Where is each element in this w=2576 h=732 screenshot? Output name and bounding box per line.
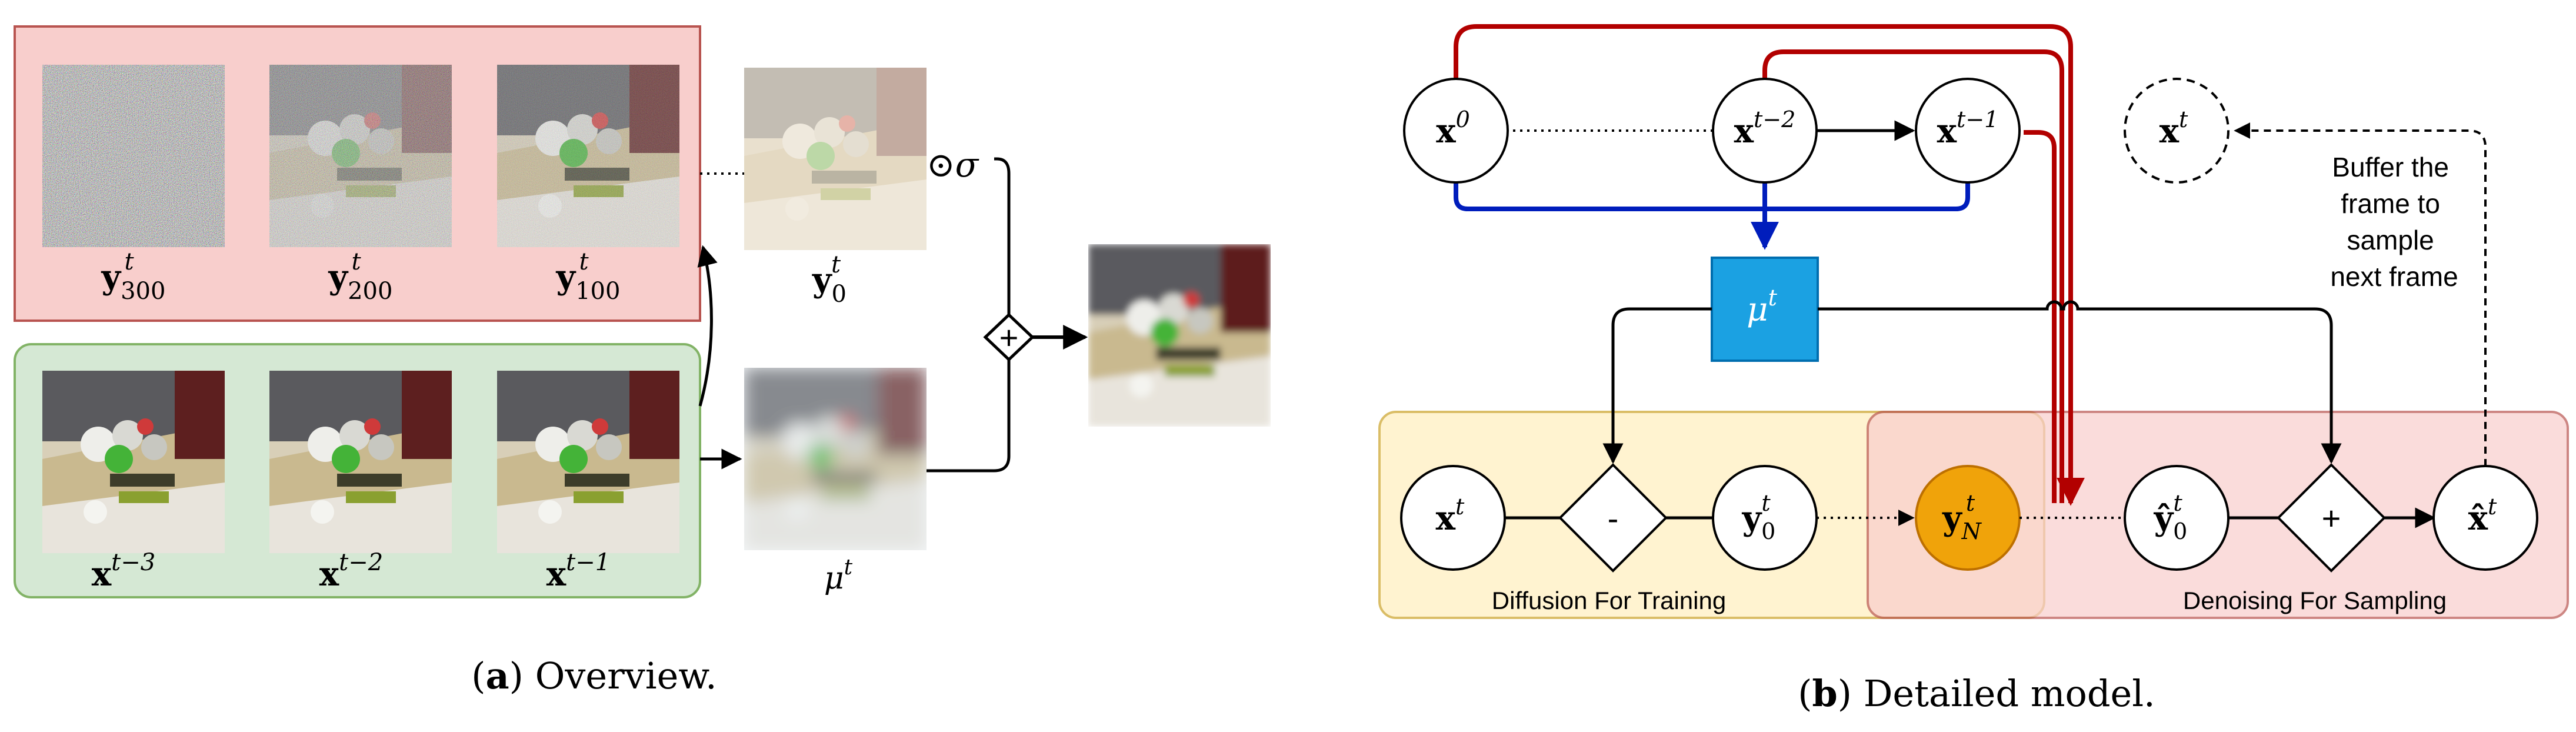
node-yN <box>1915 465 2021 571</box>
node-yN-label: yNt <box>1942 490 1982 544</box>
overview-caption: (a) Overview. <box>471 654 717 697</box>
add-node-label: + <box>999 319 1019 356</box>
node-xt-buffer <box>2124 78 2230 184</box>
node-xt1 <box>1915 78 2021 184</box>
history-to-noisy-arrow <box>697 245 718 407</box>
node-y0 <box>1712 465 1818 571</box>
clean-to-add-line <box>994 157 1011 315</box>
node-xt2-label: xt−2 <box>1734 107 1796 151</box>
plus-node-label: + <box>2322 500 2341 537</box>
node-y0-label: y0t <box>1742 490 1776 544</box>
history-label-t3: xt−3 <box>92 549 155 594</box>
detailed-caption: (b) Detailed model. <box>1798 672 2155 715</box>
buffer-note: Buffer the frame to sample next frame <box>2330 152 2458 292</box>
history-label-t2: xt−2 <box>319 549 383 594</box>
history-label-t1: xt−1 <box>546 549 610 594</box>
training-label: Diffusion For Training <box>1492 587 1726 614</box>
noisy-thumb-300 <box>42 65 225 247</box>
noisy-thumb-200 <box>269 65 452 247</box>
mu-to-minus-arrow <box>1602 307 1712 464</box>
noisy-label-200: y200t <box>328 248 393 305</box>
red-skip-xt1 <box>2024 130 2057 503</box>
node-x0-label: x0 <box>1436 107 1470 151</box>
minus-node-label: - <box>1608 500 1619 537</box>
mean-to-add-line <box>927 359 1011 473</box>
noisy-thumb-100 <box>497 65 679 247</box>
scale-operator: ⊙σ <box>927 145 979 185</box>
mu-box-label: μt <box>1747 285 1777 329</box>
overview-panel: y300t y200t y100t xt−3 xt−2 xt−1 y0t μt … <box>14 25 1271 697</box>
mean-frame-label: μt <box>824 555 853 596</box>
noisy-label-100: y100t <box>556 248 621 305</box>
node-xt2 <box>1712 78 1818 184</box>
detailed-panel: x0 xt−2 xt−1 xt μt xt - y0t yNt ŷ0t + <box>1378 24 2569 715</box>
node-x-hat-label: x̂t <box>2468 494 2497 538</box>
minus-node <box>1558 463 1668 573</box>
history-thumb-t3 <box>42 371 225 553</box>
clean-frame-label: y0t <box>812 251 847 308</box>
plus-node <box>2277 463 2386 573</box>
node-y0-hat-label: ŷ0t <box>2154 490 2188 544</box>
node-xt-buffer-label: xt <box>2160 107 2188 151</box>
blue-gather <box>1454 182 1970 247</box>
sampling-label: Denoising For Sampling <box>2183 587 2447 614</box>
mean-frame-thumb <box>744 368 927 550</box>
node-xt-label: xt <box>1436 494 1465 538</box>
clean-frame-thumb <box>744 68 927 250</box>
add-node <box>983 312 1035 362</box>
node-xt1-label: xt−1 <box>1937 107 1999 151</box>
history-thumb-t1 <box>497 371 679 553</box>
node-y0-hat <box>2124 465 2230 571</box>
mu-box <box>1711 257 1819 362</box>
node-x0 <box>1403 78 1509 184</box>
red-skip-x0 <box>1454 24 2085 506</box>
noisy-label-300: y300t <box>101 248 166 305</box>
history-thumb-t2 <box>269 371 452 553</box>
output-frame-thumb <box>1088 244 1271 427</box>
red-skip-xt2 <box>1762 49 2064 503</box>
mu-to-plus-arrow <box>1818 300 2342 464</box>
